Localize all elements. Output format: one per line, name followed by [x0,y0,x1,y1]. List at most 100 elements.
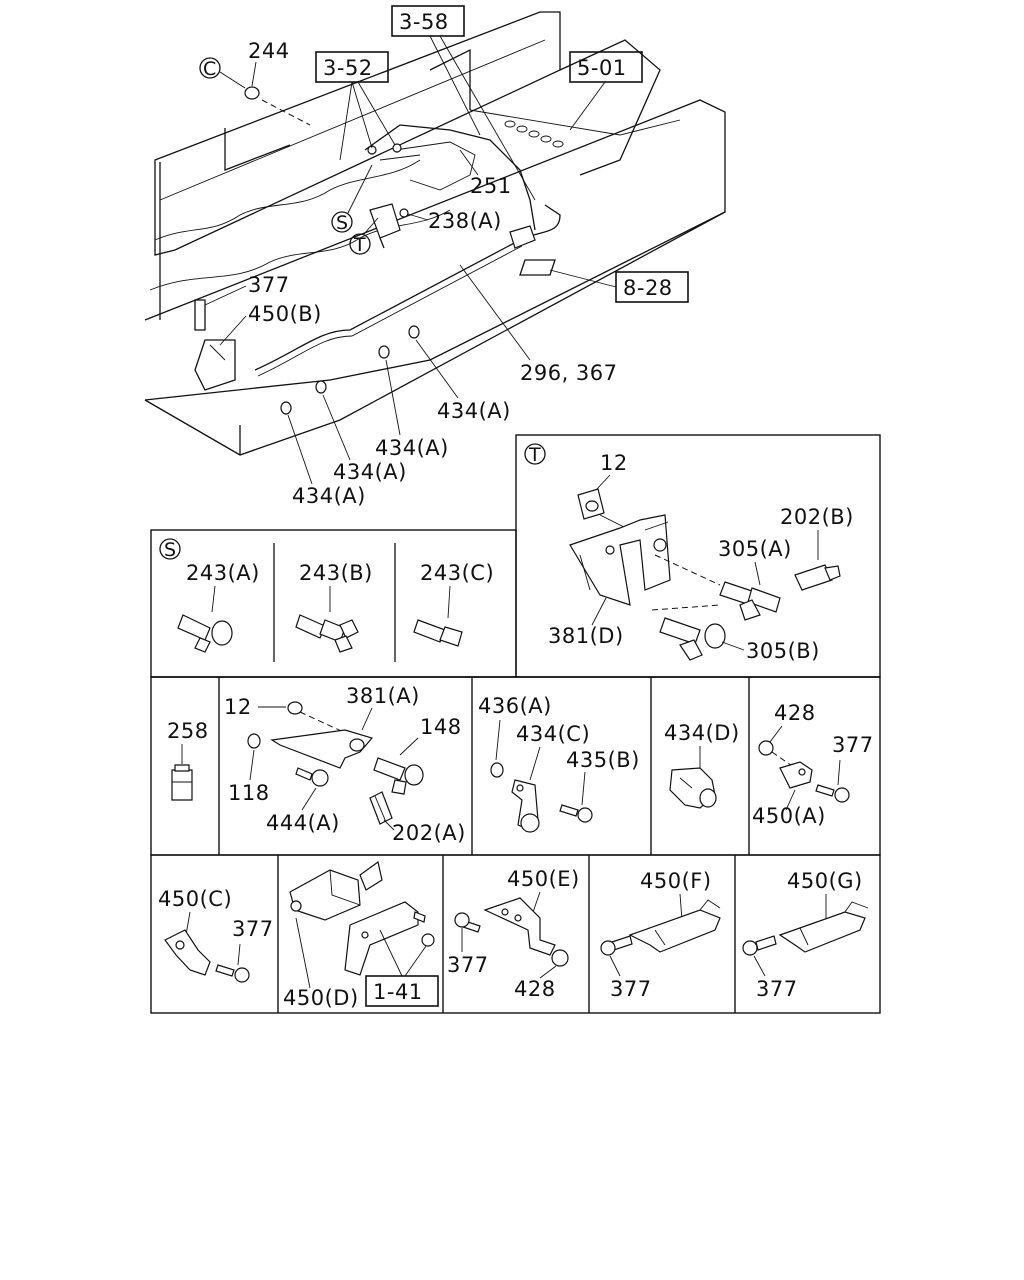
panel-434d: 434(D) [664,721,740,809]
svg-text:C: C [203,58,217,80]
label-12-t: 12 [600,451,628,475]
fitting-202b-illustration [794,564,841,591]
frame-assembly-illustration [144,11,726,456]
panel-grid [150,434,881,1014]
label-450d: 450(D) [283,986,359,1010]
label-12-row3: 12 [224,695,252,719]
straight-fitting-243c-illustration [413,619,463,647]
callout-450b: 450(B) [248,302,322,326]
circle-marker-c: C [199,57,246,89]
label-202a: 202(A) [392,821,466,845]
label-118: 118 [228,781,270,805]
label-305b: 305(B) [746,639,820,663]
bracket-450a-illustration [779,761,813,789]
ref-box-8-28[interactable]: 8-28 [615,271,689,303]
cross-fitting-305a-illustration [719,581,781,621]
bracket-1-41-illustration [344,901,435,976]
tee-fitting-148-illustration [373,757,424,795]
bolt-377-illustration [815,784,850,803]
circle-marker-s-top: S [331,164,373,234]
bracket-450d-illustration [289,860,383,921]
panel-s: S 243(A) 243(B) 243(C) [159,538,494,653]
panel-381a: 12 381(A) 148 118 444(A) [224,684,466,845]
callout-251: 251 [470,174,512,198]
label-434c: 434(C) [516,722,590,746]
panel-450f: 450(F) 377 [600,869,721,1001]
circle-marker-t-top: T [349,217,379,256]
callout-434a-1: 434(A) [437,399,511,423]
callout-238a: 238(A) [428,209,502,233]
label-450c: 450(C) [158,887,232,911]
label-377-450f: 377 [610,977,652,1001]
clamp-434c-illustration [511,779,540,833]
callout-244: 244 [248,39,290,63]
clip-434d-illustration [669,767,717,809]
label-436a: 436(A) [478,694,552,718]
panel-t-marker: T [528,444,541,466]
spacer-12-illustration [577,488,605,520]
ref-box-5-01[interactable]: 5-01 [569,51,643,83]
ref-leaders [339,35,617,288]
washer-118-illustration [247,733,261,749]
nut-12-illustration [287,701,303,715]
panel-t: T 12 381(D) 202(B) 305(A) [524,443,854,663]
panel-450d: 450(D) 1-41 [283,860,439,1010]
label-377-450g: 377 [756,977,798,1001]
label-377-450c: 377 [232,917,274,941]
panel-258: 258 [167,719,209,801]
label-381a: 381(A) [346,684,420,708]
label-435b: 435(B) [566,748,640,772]
bolt-377-450g-illustration [742,935,777,956]
label-428-450e: 428 [514,977,556,1001]
callout-434a-4: 434(A) [292,484,366,508]
tee-fitting-243a-illustration [177,614,233,653]
bolt-377-450f-illustration [600,935,633,956]
nut-428-450e-illustration [551,949,569,967]
hose-202a-illustration [369,791,393,825]
bracket-381a-illustration [270,729,374,769]
panel-s-marker: S [164,539,177,561]
bolt-444a-illustration [295,767,329,787]
panel-450c: 450(C) 377 [158,887,274,983]
svg-text:S: S [336,212,349,234]
callout-434a-2: 434(A) [375,436,449,460]
bracket-450e-illustration [483,897,556,956]
label-243b: 243(B) [299,561,373,585]
bracket-450g-illustration [778,901,869,953]
ref-1-41-label: 1-41 [373,980,423,1004]
label-258: 258 [167,719,209,743]
label-148: 148 [420,715,462,739]
bolt-377-450c-illustration [215,964,250,983]
panel-450e: 450(E) 377 428 [447,867,579,1001]
ref-3-58-label: 3-58 [399,10,449,34]
bracket-381d-illustration [569,514,671,606]
bracket-450c-illustration [164,929,211,976]
nut-428-illustration [758,740,774,756]
bolt-377-450e-illustration [454,912,481,933]
ref-box-3-52[interactable]: 3-52 [315,51,389,83]
callout-434a-3: 434(A) [333,460,407,484]
label-381d: 381(D) [548,624,624,648]
panel-434c: 436(A) 434(C) 435(B) [478,694,640,833]
label-377-row3: 377 [832,733,874,757]
bracket-450f-illustration [628,899,721,953]
bolt-435b-illustration [559,804,593,823]
label-243a: 243(A) [186,561,260,585]
label-243c: 243(C) [420,561,494,585]
callout-296-367: 296, 367 [520,361,618,385]
ref-box-1-41[interactable]: 1-41 [365,975,439,1007]
label-450a: 450(A) [752,804,826,828]
ref-8-28-label: 8-28 [623,276,673,300]
nut-436a-illustration [490,762,504,778]
label-434d: 434(D) [664,721,740,745]
panel-450g: 450(G) 377 [742,869,869,1001]
ref-5-01-label: 5-01 [577,56,627,80]
label-202b: 202(B) [780,505,854,529]
label-450f: 450(F) [640,869,712,893]
label-444a: 444(A) [266,811,340,835]
ref-box-3-58[interactable]: 3-58 [391,5,465,37]
label-305a: 305(A) [718,537,792,561]
tee-fitting-305b-illustration [659,617,726,661]
tee-fitting-243b-illustration [295,614,359,653]
